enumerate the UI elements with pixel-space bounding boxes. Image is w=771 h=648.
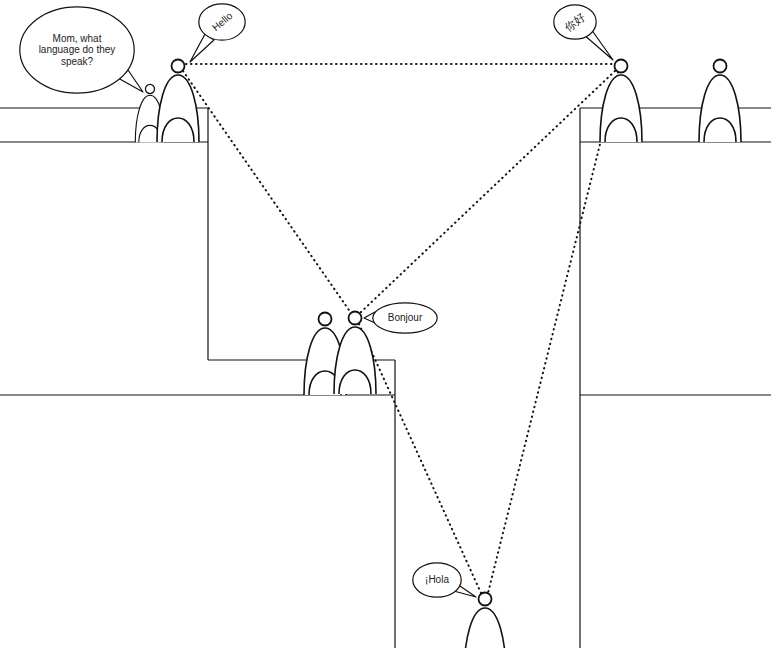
speech-bubble: Hello xyxy=(198,3,246,41)
person-figure xyxy=(699,60,741,143)
dotted-line xyxy=(488,72,618,593)
terrain xyxy=(0,108,771,648)
speech-bubble: 你好 xyxy=(553,4,597,40)
bubble-tails xyxy=(118,29,613,597)
dotted-line xyxy=(360,71,615,313)
dotted-line xyxy=(183,71,351,313)
person-figure xyxy=(157,60,199,143)
bubble-ellipse xyxy=(20,7,134,93)
cliff-line xyxy=(394,360,395,648)
ledge-line xyxy=(580,394,771,395)
dotted-line xyxy=(359,324,481,593)
speech-bubble: ¡Hola xyxy=(412,562,462,598)
person-figure xyxy=(600,60,642,143)
cliff-line xyxy=(579,108,580,648)
bubble-ellipse xyxy=(413,563,461,597)
bubble-ellipse xyxy=(554,5,596,39)
person-figure xyxy=(334,312,376,395)
bubble-ellipse xyxy=(373,303,437,333)
cliff-line xyxy=(207,108,208,360)
speech-text: Bonjour xyxy=(388,312,422,324)
speech-bubble: Bonjour xyxy=(372,302,438,334)
speech-text: ¡Hola xyxy=(425,574,449,586)
speech-text: Mom, what language do they speak? xyxy=(38,33,116,68)
bubble-ellipse xyxy=(199,4,245,40)
person-figure xyxy=(464,593,506,648)
people xyxy=(135,60,741,648)
dotted-line xyxy=(186,63,613,65)
speech-bubble: Mom, what language do they speak? xyxy=(19,6,135,94)
sight-lines xyxy=(183,64,618,593)
